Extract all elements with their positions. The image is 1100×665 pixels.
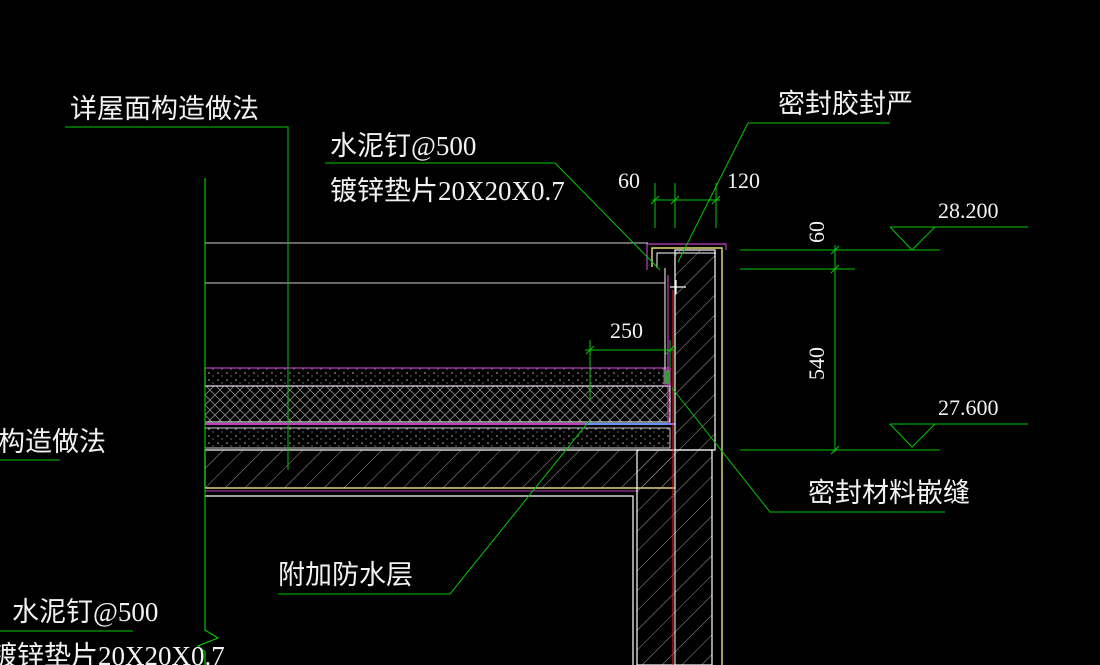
nail-label-bottom: 水泥钉@500 [12,597,158,627]
dim-540-text: 540 [804,347,829,380]
elevation-lower-text: 27.600 [938,395,999,420]
leader-lines [0,122,945,632]
roof-layers [204,367,675,449]
nail-label-top: 水泥钉@500 [330,131,476,161]
roof-slab [204,449,676,665]
dim-60-text: 60 [618,168,640,193]
break-line [196,178,220,665]
dim-60-vertical-text: 60 [804,221,829,243]
seal-joint-label: 密封材料嵌缝 [808,478,970,508]
extra-waterproof-label: 附加防水层 [278,560,413,590]
washer-label-bottom: 镀锌垫片20X20X0.7 [0,641,225,665]
upper-slab-outline [204,242,665,284]
dimension-lines [585,183,940,455]
annotation-texts: 详屋面构造做法 构造做法 水泥钉@500 镀锌垫片20X20X0.7 密封胶封严… [0,89,970,665]
elevation-upper-text: 28.200 [938,198,999,223]
dimension-texts: 60 120 250 60 540 28.200 27.600 [610,168,999,420]
washer-label-top: 镀锌垫片20X20X0.7 [330,176,565,206]
dim-120-text: 120 [727,168,760,193]
roof-ref-partial-label: 构造做法 [0,427,106,457]
sealant-label: 密封胶封严 [778,89,913,119]
parapet-wall [636,243,727,665]
dim-250-text: 250 [610,318,643,343]
roof-ref-label: 详屋面构造做法 [70,94,259,124]
elevation-marks [889,226,1028,448]
